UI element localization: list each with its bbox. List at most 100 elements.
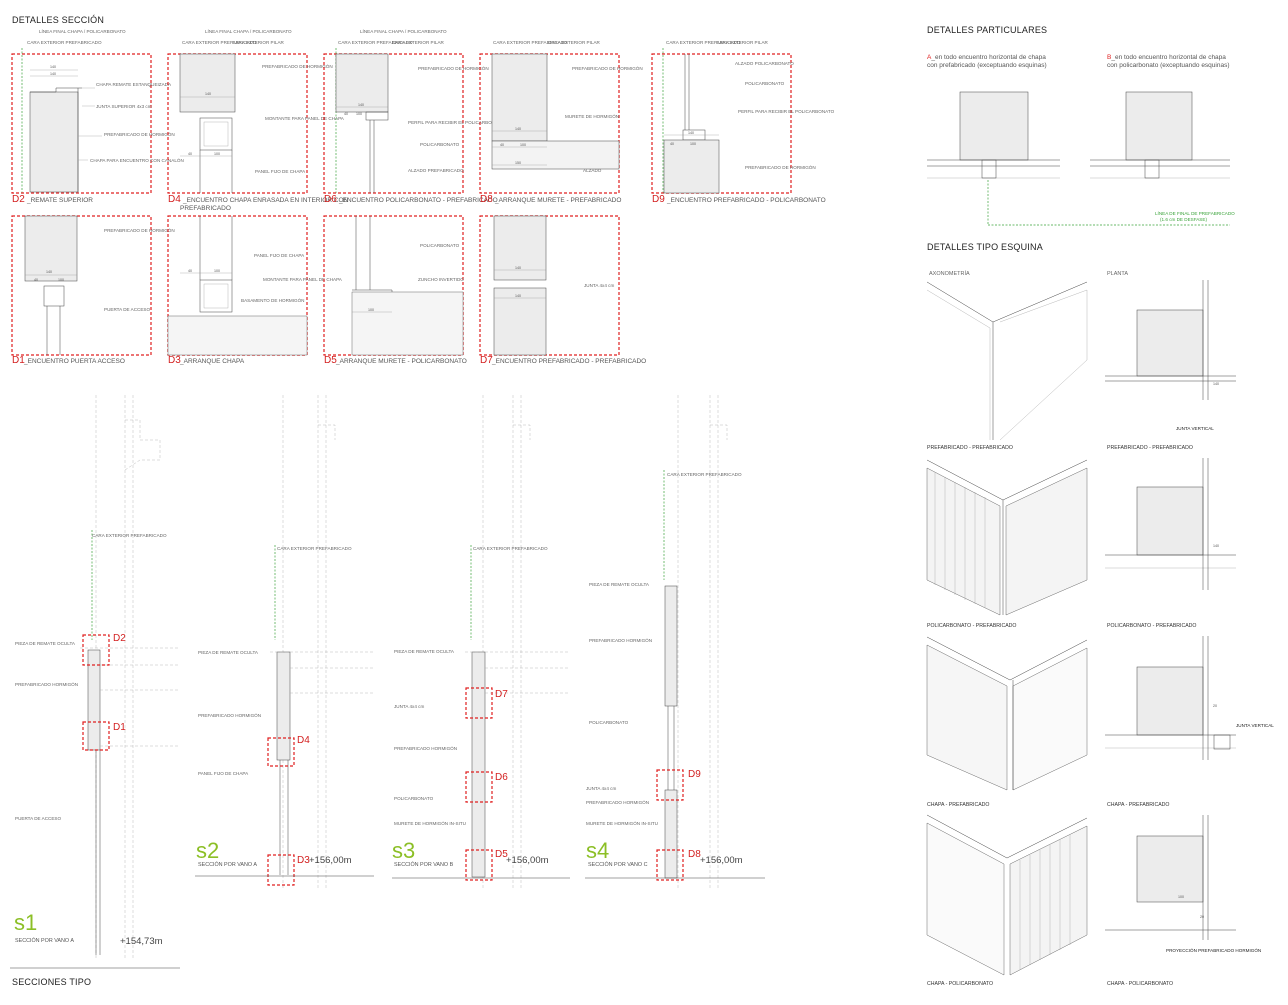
svg-text:140: 140: [515, 127, 521, 131]
svg-text:_ENCUENTRO PREFABRICADO - POLI: _ENCUENTRO PREFABRICADO - POLICARBONATO: [666, 197, 826, 204]
detail-frame: [479, 215, 620, 356]
section-tag-box: [465, 687, 493, 719]
svg-text:LÍNEA FINAL CHAPA / POLICARBON: LÍNEA FINAL CHAPA / POLICARBONATO: [360, 28, 447, 34]
svg-text:MONTANTE PARA PANEL DE CHAPA: MONTANTE PARA PANEL DE CHAPA: [265, 116, 345, 121]
svg-text:PIEZA DE REMATE OCULTA: PIEZA DE REMATE OCULTA: [15, 641, 76, 646]
svg-text:140: 140: [46, 270, 52, 274]
svg-text:MURETE DE HORMIGÓN IN-SITU: MURETE DE HORMIGÓN IN-SITU: [394, 820, 466, 826]
svg-text:D9: D9: [652, 194, 665, 205]
svg-text:PERFIL PARA RECIBIR EL POLICAR: PERFIL PARA RECIBIR EL POLICARBONATO: [408, 120, 505, 125]
svg-text:CARA EXTERIOR PREFABRICADO: CARA EXTERIOR PREFABRICADO: [667, 472, 742, 477]
section-tag-box: [656, 769, 684, 801]
detail-d8: CARA EXTERIOR PREFABRICADO CARA EXTERIOR…: [479, 40, 643, 205]
svg-text:CARA EXTERIOR PREFABRICADO: CARA EXTERIOR PREFABRICADO: [338, 40, 413, 45]
detail-frame: [651, 53, 792, 194]
svg-text:D6: D6: [324, 194, 337, 205]
svg-text:JUNTA SUPERIOR 4x3 cm: JUNTA SUPERIOR 4x3 cm: [96, 104, 152, 109]
svg-text:140: 140: [205, 92, 211, 96]
svg-text:PANEL FIJO DE CHAPA: PANEL FIJO DE CHAPA: [198, 771, 249, 776]
svg-text:_ARRANQUE MURETE - PREFABRICAD: _ARRANQUE MURETE - PREFABRICADO: [494, 197, 621, 204]
svg-text:100: 100: [214, 269, 220, 273]
svg-text:_ENCUENTRO CHAPA ENRASADA EN I: _ENCUENTRO CHAPA ENRASADA EN INTERIOR CO…: [182, 197, 349, 204]
svg-text:PUERTA DE ACCESO: PUERTA DE ACCESO: [15, 816, 61, 821]
corner-row-2: 140 POLICARBONATO - PREFABRICADO POLICAR…: [926, 458, 1236, 629]
section-s1: CARA EXTERIOR PREFABRICADO D2 D1 PIEZA D…: [10, 395, 180, 969]
svg-text:PREFABRICADO DE HORMIGÓN: PREFABRICADO DE HORMIGÓN: [104, 131, 175, 137]
section-tag-box: [465, 849, 493, 881]
svg-text:con prefabricado (exceptuando: con prefabricado (exceptuando esquinas): [927, 62, 1047, 69]
svg-text:_ARRANQUE MURETE - POLICARBONA: _ARRANQUE MURETE - POLICARBONATO: [335, 358, 467, 365]
svg-text:CARA EXTERIOR PREFABRICADO: CARA EXTERIOR PREFABRICADO: [473, 546, 548, 551]
svg-text:PIEZA DE REMATE OCULTA: PIEZA DE REMATE OCULTA: [589, 582, 650, 587]
svg-text:JUNTA VERTICAL: JUNTA VERTICAL: [1176, 426, 1214, 431]
svg-text:AXONOMETRÍA: AXONOMETRÍA: [929, 270, 970, 277]
svg-text:POLICARBONATO: POLICARBONATO: [420, 142, 460, 147]
svg-text:D9: D9: [688, 769, 701, 780]
svg-text:D6: D6: [495, 772, 508, 783]
svg-text:D1: D1: [12, 355, 25, 366]
svg-text:PIEZA DE REMATE OCULTA: PIEZA DE REMATE OCULTA: [198, 650, 259, 655]
svg-text:CHAPA - POLICARBONATO: CHAPA - POLICARBONATO: [927, 981, 993, 987]
detail-frame: [11, 215, 152, 356]
svg-text:CHAPA REMATE ESTANQUEIZADA: CHAPA REMATE ESTANQUEIZADA: [96, 82, 172, 87]
svg-text:D5: D5: [324, 355, 337, 366]
svg-text:40: 40: [188, 269, 192, 273]
svg-text:D7: D7: [495, 689, 508, 700]
svg-text:+156,00m: +156,00m: [309, 855, 352, 866]
svg-text:CARA EXTERIOR PILAR: CARA EXTERIOR PILAR: [548, 40, 601, 45]
svg-text:+156,00m: +156,00m: [700, 855, 743, 866]
svg-text:PANEL FIJO DE CHAPA: PANEL FIJO DE CHAPA: [255, 169, 306, 174]
svg-text:100: 100: [690, 142, 696, 146]
svg-text:100: 100: [214, 152, 220, 156]
svg-text:CARA EXTERIOR PREFABRICADO: CARA EXTERIOR PREFABRICADO: [92, 533, 167, 538]
svg-text:140: 140: [515, 266, 521, 270]
svg-text:CARA EXTERIOR PREFABRICADO: CARA EXTERIOR PREFABRICADO: [493, 40, 568, 45]
detail-particular-a: A_en todo encuentro horizontal de chapa …: [927, 54, 1060, 225]
svg-text:MONTANTE PARA PANEL DE CHAPA: MONTANTE PARA PANEL DE CHAPA: [263, 277, 343, 282]
svg-text:MURETE DE HORMIGÓN: MURETE DE HORMIGÓN: [565, 113, 619, 119]
svg-text:_ENCUENTRO PUERTA ACCESO: _ENCUENTRO PUERTA ACCESO: [23, 358, 125, 365]
svg-text:20: 20: [1213, 704, 1217, 708]
detail-d2: LÍNEA FINAL CHAPA / POLICARBONATO CARA E…: [11, 28, 184, 205]
svg-text:_ARRANQUE CHAPA: _ARRANQUE CHAPA: [179, 358, 245, 365]
svg-text:+154,73m: +154,73m: [120, 936, 163, 947]
section-tag-box: [82, 634, 110, 666]
svg-text:D5: D5: [495, 849, 508, 860]
section-s3: CARA EXTERIOR PREFABRICADO D7 D6 D5 PIEZ…: [392, 395, 570, 890]
svg-text:100: 100: [368, 308, 374, 312]
svg-text:PIEZA DE REMATE OCULTA: PIEZA DE REMATE OCULTA: [394, 649, 455, 654]
svg-text:s1: s1: [14, 910, 37, 935]
svg-text:ZUNCHO INVERTIDO: ZUNCHO INVERTIDO: [418, 277, 464, 282]
svg-text:D2: D2: [113, 633, 126, 644]
corner-row-3: 20 JUNTA VERTICAL CHAPA - PREFABRICADO C…: [926, 636, 1274, 808]
svg-text:PLANTA: PLANTA: [1107, 271, 1128, 277]
svg-text:PREFABRICADO HORMIGÓN: PREFABRICADO HORMIGÓN: [589, 637, 652, 643]
detail-frame: [479, 53, 620, 194]
svg-text:+156,00m: +156,00m: [506, 855, 549, 866]
svg-text:POLICARBONATO: POLICARBONATO: [745, 81, 785, 86]
svg-text:PUERTA DE ACCESO: PUERTA DE ACCESO: [104, 307, 150, 312]
svg-text:PREFABRICADO HORMIGÓN: PREFABRICADO HORMIGÓN: [586, 799, 649, 805]
svg-text:CHAPA PARA ENCUENTRO CON CANAL: CHAPA PARA ENCUENTRO CON CANALÓN: [90, 157, 184, 163]
svg-text:s2: s2: [196, 838, 219, 863]
svg-text:_REMATE SUPERIOR: _REMATE SUPERIOR: [26, 197, 93, 204]
svg-text:100: 100: [520, 143, 526, 147]
section-tag-box: [656, 849, 684, 881]
svg-text:MURETE DE HORMIGÓN IN-SITU: MURETE DE HORMIGÓN IN-SITU: [586, 820, 658, 826]
svg-text:SECCIÓN POR VANO A: SECCIÓN POR VANO A: [198, 861, 257, 868]
svg-text:JUNTA 4x4 cm: JUNTA 4x4 cm: [586, 786, 616, 791]
svg-text:PREFABRICADO HORMIGÓN: PREFABRICADO HORMIGÓN: [15, 681, 78, 687]
svg-text:POLICARBONATO: POLICARBONATO: [589, 720, 629, 725]
svg-text:CARA EXTERIOR PILAR: CARA EXTERIOR PILAR: [232, 40, 285, 45]
svg-text:D3: D3: [297, 855, 310, 866]
svg-text:PREFABRICADO - PREFABRICADO: PREFABRICADO - PREFABRICADO: [1107, 445, 1193, 451]
svg-text:40: 40: [188, 152, 192, 156]
svg-text:100: 100: [1178, 895, 1184, 899]
svg-text:ALZADO: ALZADO: [583, 168, 602, 173]
svg-text:PERFIL PARA RECIBIR EL POLICAR: PERFIL PARA RECIBIR EL POLICARBONATO: [738, 109, 835, 114]
detail-frame: [323, 53, 464, 194]
svg-text:CHAPA - PREFABRICADO: CHAPA - PREFABRICADO: [927, 802, 989, 808]
svg-text:CARA EXTERIOR PREFABRICADO: CARA EXTERIOR PREFABRICADO: [666, 40, 741, 45]
svg-text:POLICARBONATO - PREFABRICADO: POLICARBONATO - PREFABRICADO: [927, 623, 1016, 629]
